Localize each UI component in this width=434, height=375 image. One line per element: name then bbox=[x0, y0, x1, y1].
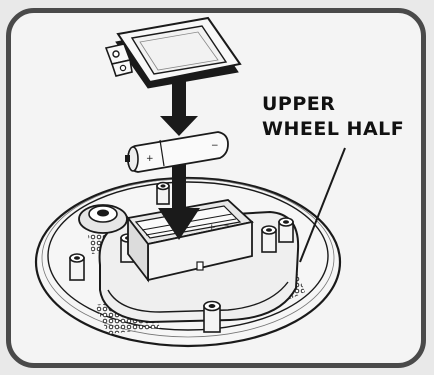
callout-label-line-2: WHEEL HALF bbox=[262, 117, 404, 141]
svg-text:−: − bbox=[222, 221, 230, 231]
svg-text:+: + bbox=[208, 223, 216, 233]
aa-battery: + − bbox=[125, 132, 228, 172]
solar-panel bbox=[106, 18, 240, 88]
callout-label-line-1: UPPER bbox=[262, 92, 335, 116]
gear-knob bbox=[79, 205, 127, 233]
svg-text:+: + bbox=[146, 154, 154, 164]
svg-text:−: − bbox=[211, 141, 219, 151]
